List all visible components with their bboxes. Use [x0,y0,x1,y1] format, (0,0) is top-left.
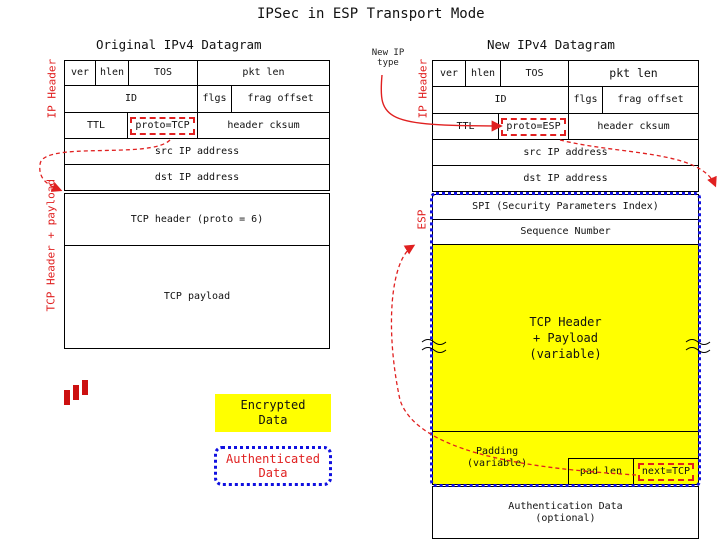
new-auth-data: Authentication Data (optional) [432,486,699,539]
new-frag-offset: frag offset [602,86,699,114]
orig-proto: proto=TCP [130,116,195,135]
new-esp-label: ESP [415,209,429,230]
original-ip-header-label: IP Header [45,58,59,119]
new-ip-type-label: New IP type [371,48,405,69]
orig-ver: ver [64,60,96,86]
new-heading: New IPv4 Datagram [487,37,615,52]
new-ip-header-label: IP Header [416,58,430,119]
new-dst: dst IP address [432,165,699,192]
new-pkt-len: pkt len [568,60,699,87]
new-next: next=TCP [637,462,695,481]
orig-tcp-payload: TCP payload [64,245,330,349]
new-proto: proto=ESP [501,117,566,136]
orig-proto-cell: proto=TCP [127,112,198,139]
legend-encrypted: Encrypted Data [215,394,331,432]
original-tcp-label: TCP Header + payload [44,179,58,312]
orig-ttl: TTL [64,112,128,139]
orig-flgs: flgs [197,85,232,113]
orig-pkt-len: pkt len [197,60,330,86]
original-heading: Original IPv4 Datagram [96,37,262,52]
orig-id: ID [64,85,198,113]
new-tos: TOS [500,60,569,87]
orig-tcp-header: TCP header (proto = 6) [64,193,330,246]
legend-authenticated: Authenticated Data [214,446,332,486]
red-bars-icon [62,377,94,407]
new-ttl: TTL [432,113,499,140]
orig-tos: TOS [128,60,198,86]
orig-src: src IP address [64,138,330,165]
authenticated-region [430,192,701,487]
orig-frag-offset: frag offset [231,85,330,113]
new-id: ID [432,86,569,114]
new-hlen: hlen [465,60,501,87]
orig-tcp-divider [65,245,329,246]
new-flgs: flgs [568,86,603,114]
orig-hlen: hlen [95,60,129,86]
diagram-title: IPSec in ESP Transport Mode [257,6,485,22]
new-proto-cell: proto=ESP [498,113,569,140]
new-src: src IP address [432,139,699,166]
orig-dst: dst IP address [64,164,330,191]
new-header-cksum: header cksum [568,113,699,140]
new-ver: ver [432,60,466,87]
orig-header-cksum: header cksum [197,112,330,139]
